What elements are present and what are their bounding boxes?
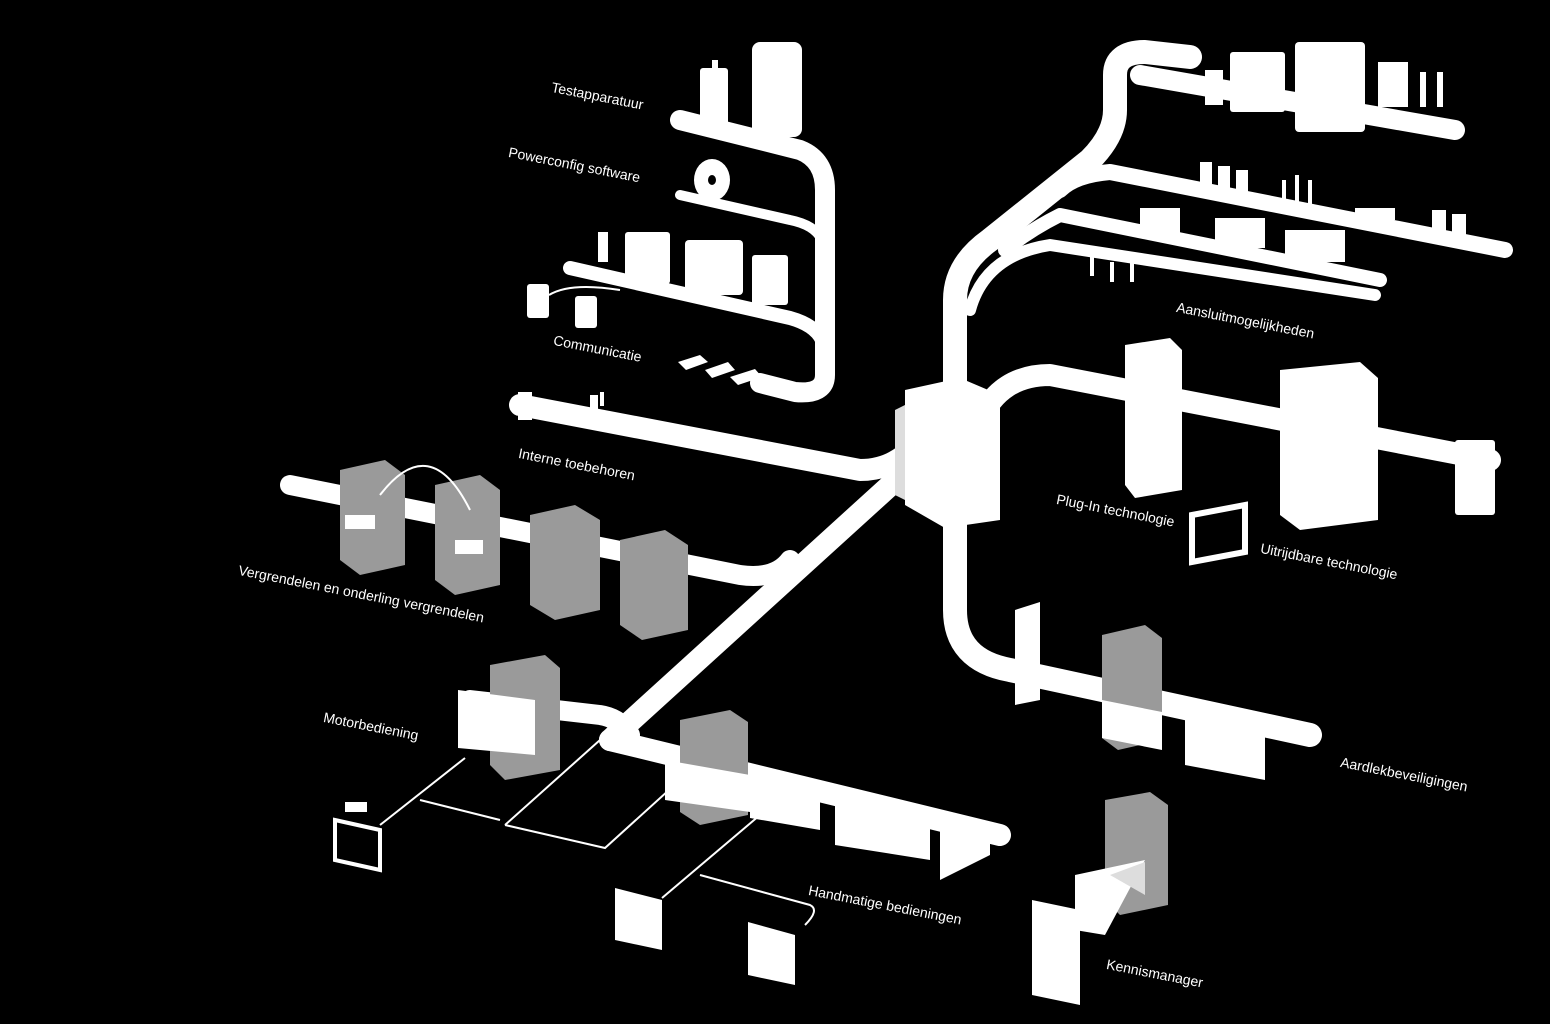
test-devices[interactable] — [700, 42, 802, 137]
shelf-spine — [670, 110, 835, 403]
handmatig-rail — [599, 729, 1011, 846]
plugin-modules[interactable] — [1125, 338, 1495, 530]
terminals-rail-2 — [998, 208, 1387, 287]
communication-modules[interactable] — [527, 232, 788, 385]
terminals-rail-3 — [964, 239, 1381, 316]
internal-accessories[interactable] — [518, 392, 604, 420]
shelf-communicatie — [563, 261, 829, 347]
main-trunk-pipe — [599, 429, 951, 751]
shelf-powerconfig — [675, 190, 827, 245]
manual-operators[interactable] — [615, 814, 815, 985]
powerconfig-disc-icon[interactable] — [694, 159, 730, 201]
upper-trunk — [943, 40, 1202, 402]
motor-operators[interactable] — [333, 655, 990, 880]
withdrawable-frame-icon[interactable] — [1189, 501, 1248, 566]
top-right-devices[interactable] — [1205, 42, 1443, 132]
locking-modules[interactable] — [340, 460, 688, 640]
knowledge-manager[interactable] — [1032, 792, 1168, 1005]
aardlek-rail — [943, 458, 1322, 747]
vergrendel-rail — [280, 475, 800, 586]
earth-leakage-modules[interactable] — [1015, 602, 1265, 780]
motor-rail — [460, 690, 640, 745]
terminals-rail-1 — [1052, 164, 1513, 258]
central-hub — [895, 378, 1000, 528]
terminal-pieces[interactable] — [1090, 162, 1466, 282]
